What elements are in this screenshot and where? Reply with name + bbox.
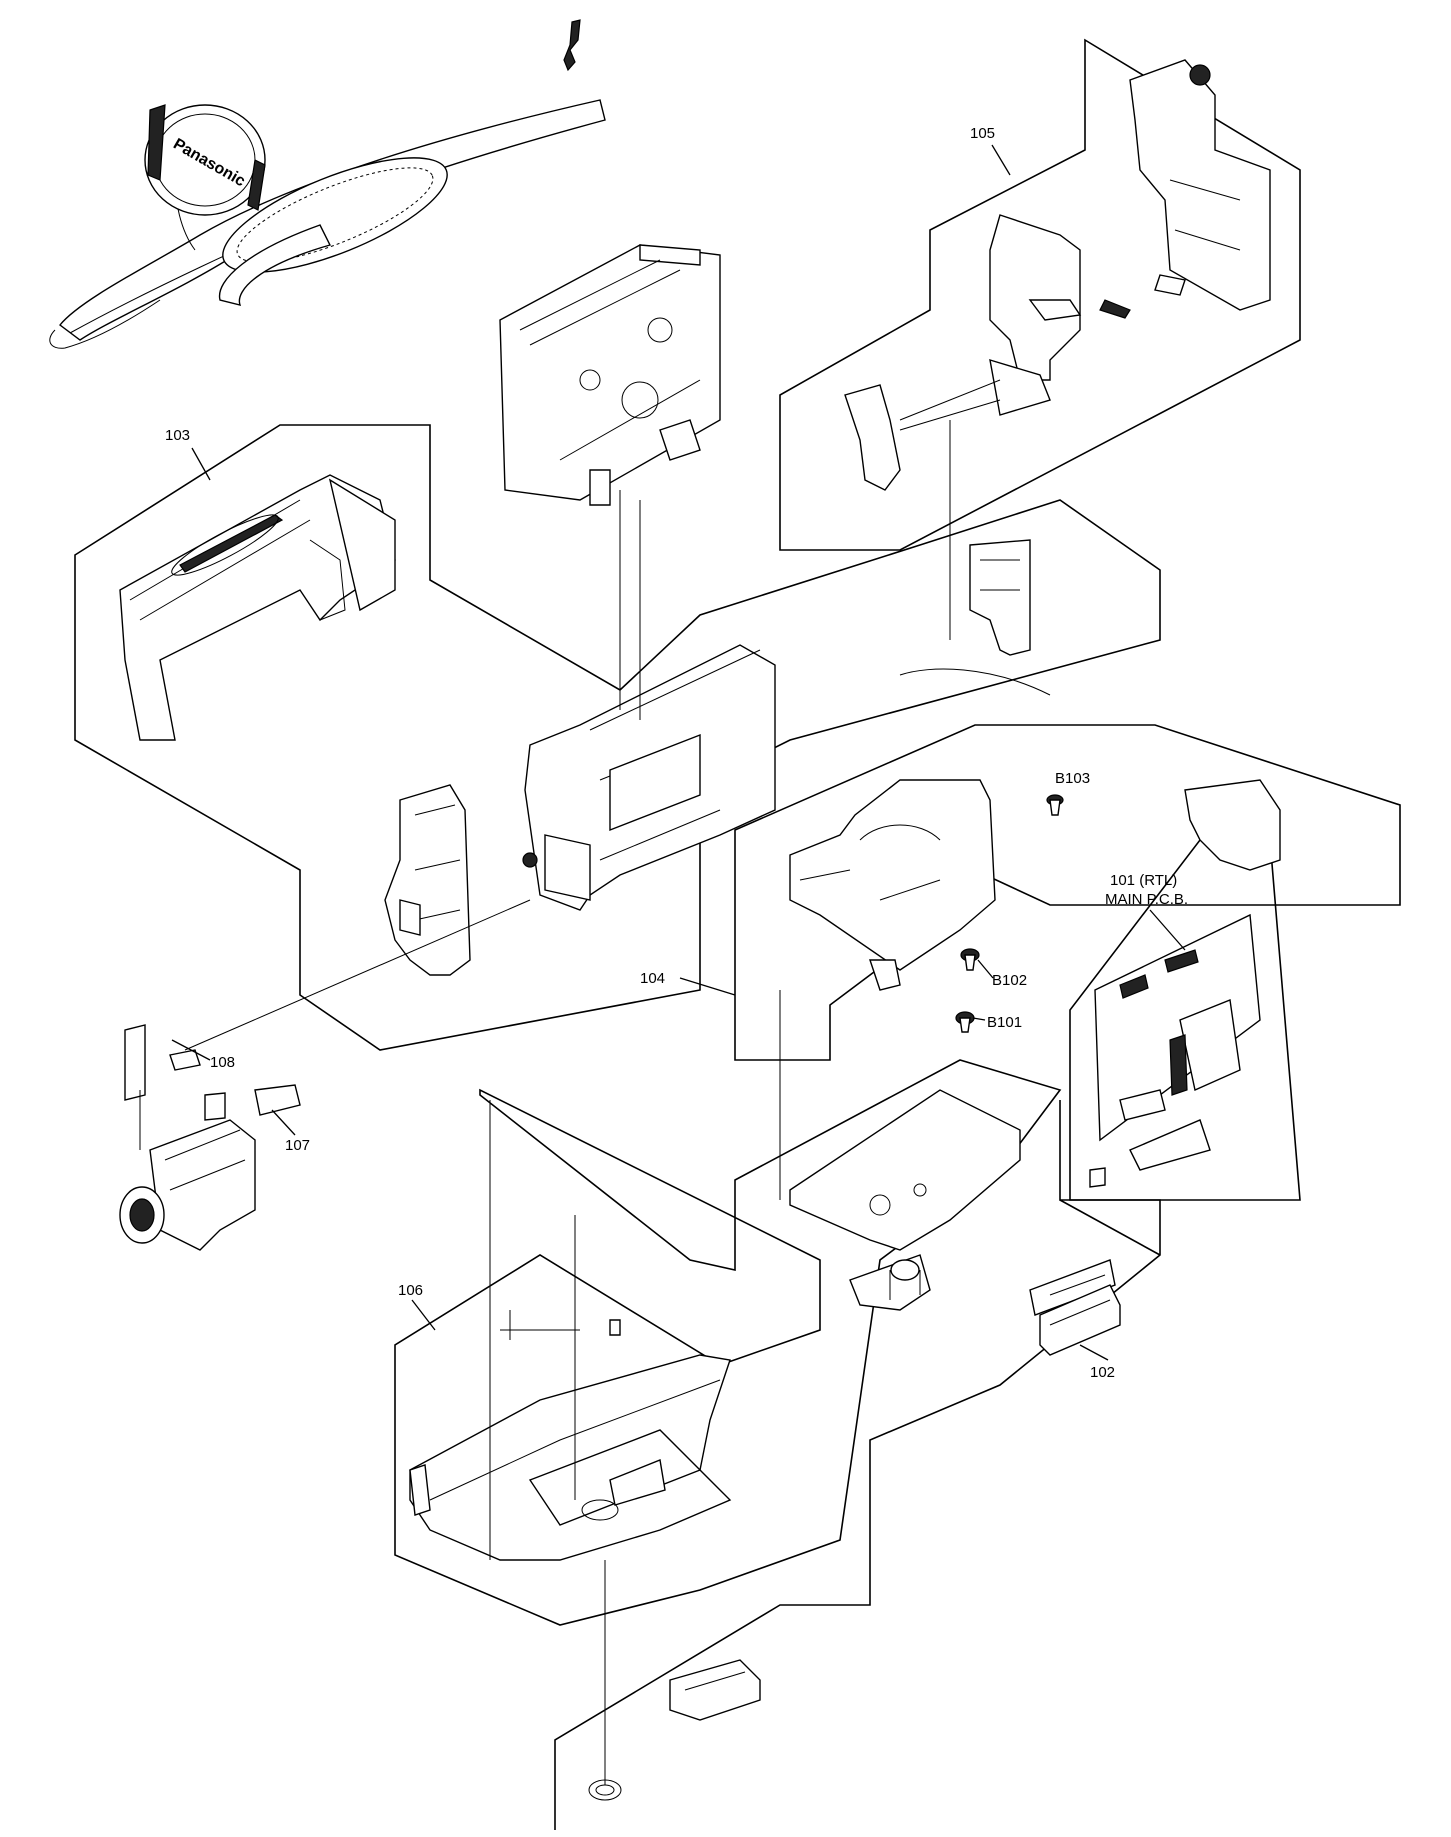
label-103: 103 (165, 427, 190, 444)
label-b103: B103 (1055, 770, 1090, 787)
leader-101 (1149, 909, 1186, 951)
leader-106 (411, 1299, 436, 1331)
group-103-outline (74, 424, 1161, 1051)
main-pcb (1089, 913, 1261, 1188)
label-107: 107 (285, 1137, 310, 1154)
bottom-plate (789, 1089, 1116, 1316)
group-102-outline (1059, 1199, 1161, 1256)
side-frame (384, 784, 471, 976)
leader-108 (171, 1039, 211, 1061)
leader-103 (191, 447, 211, 481)
leader-b102 (977, 959, 994, 979)
leader-105 (991, 144, 1011, 176)
label-102: 102 (1090, 1364, 1115, 1381)
screw-b102 (960, 948, 980, 971)
screw-b101 (955, 1011, 975, 1033)
group-106-outline (394, 1059, 1062, 1626)
lower-case (409, 1310, 732, 1561)
hand-strap-with-lens-cap: Panasonic (49, 19, 606, 349)
label-108: 108 (210, 1054, 235, 1071)
leader-102 (1079, 1344, 1109, 1361)
label-104: 104 (640, 970, 665, 987)
battery-door (669, 1659, 761, 1721)
assembly-lines (139, 379, 1001, 1785)
group-105-outline (779, 38, 1301, 551)
screw-b103 (1046, 794, 1064, 816)
inner-frame (789, 779, 1281, 991)
label-b102: B102 (992, 972, 1027, 989)
group-106-lower-outline (554, 1100, 1161, 1830)
leader-b101 (972, 1017, 986, 1021)
cassette-mechanism (499, 244, 721, 506)
flex-cable (1039, 1284, 1121, 1356)
label-105: 105 (970, 125, 995, 142)
leader-104 (679, 977, 736, 996)
upper-case (119, 474, 396, 741)
group-105-parts (844, 59, 1271, 491)
label-106: 106 (398, 1282, 423, 1299)
lens-cap (144, 104, 266, 216)
label-101-rtl: 101 (RTL) (1110, 872, 1177, 889)
label-101-main-pcb: MAIN P.C.B. (1105, 891, 1188, 908)
lens-unit (119, 1024, 301, 1251)
flex-bracket-right (899, 539, 1051, 696)
label-b101: B101 (987, 1014, 1022, 1031)
main-frame (522, 644, 776, 911)
leader-107 (271, 1109, 296, 1136)
